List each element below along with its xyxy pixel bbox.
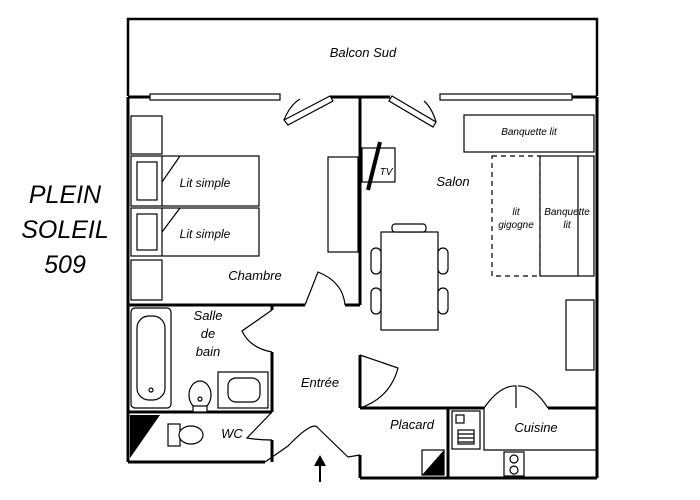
bidet <box>188 380 212 410</box>
bed-label-2: Lit simple <box>180 227 231 241</box>
bathroom-label-1: Salle <box>194 308 223 323</box>
door-swings <box>241 271 549 463</box>
toilet-bowl <box>178 425 204 445</box>
bedroom-label: Chambre <box>228 268 281 283</box>
wc-label: WC <box>221 426 243 441</box>
toilet-tank <box>167 423 181 447</box>
entry-arrow-icon <box>314 455 326 482</box>
sofa-bed-top-label: Banquette lit <box>501 127 558 138</box>
title-line-1: PLEIN <box>29 181 102 209</box>
window-living <box>439 93 573 101</box>
exterior-walls <box>126 93 599 480</box>
bedroom-shelf <box>130 115 163 155</box>
balcony <box>126 17 599 96</box>
chair-top <box>391 223 427 233</box>
living-furniture <box>361 114 595 371</box>
sofa-bed-right-label-2: lit <box>563 220 571 231</box>
chair-left-2 <box>370 287 382 315</box>
cooktop <box>503 451 525 477</box>
chair-right-1 <box>437 247 449 275</box>
sofa-bed-right <box>539 155 595 277</box>
chair-right-2 <box>437 287 449 315</box>
living-label: Salon <box>436 174 469 189</box>
bathroom-label-3: bain <box>196 344 221 359</box>
dining-table <box>380 231 439 331</box>
tv-label: TV <box>380 167 394 178</box>
bathroom-label-2: de <box>201 326 215 341</box>
bedroom-furniture <box>130 115 359 301</box>
title-line-2: SOLEIL <box>21 216 109 244</box>
kitchen-fixtures <box>451 410 525 477</box>
bedroom-nightstand <box>130 259 163 301</box>
living-cabinet <box>565 299 595 371</box>
bed-label-1: Lit simple <box>180 176 231 190</box>
closet-duct <box>422 450 444 475</box>
wc-fixtures <box>130 415 204 458</box>
sofa-bed-top <box>463 114 595 153</box>
trundle-label-2: gigogne <box>498 220 534 231</box>
kitchen-label: Cuisine <box>514 420 557 435</box>
pillow-1 <box>136 161 158 201</box>
sofa-bed-right-label-1: Banquette <box>544 207 590 218</box>
pillow-2 <box>136 213 158 251</box>
wc-duct <box>130 415 160 458</box>
balcony-label: Balcon Sud <box>330 45 397 60</box>
window-bedroom <box>149 93 281 101</box>
wardrobe <box>327 156 359 253</box>
closet-label: Placard <box>390 417 435 432</box>
title-line-3: 509 <box>44 251 86 279</box>
balcony-doors <box>283 95 437 128</box>
bathroom-fixtures <box>130 307 269 413</box>
trundle-label-1: lit <box>512 207 520 218</box>
sink-basin <box>227 377 261 403</box>
chair-left-1 <box>370 247 382 275</box>
entry-label: Entrée <box>301 375 339 390</box>
